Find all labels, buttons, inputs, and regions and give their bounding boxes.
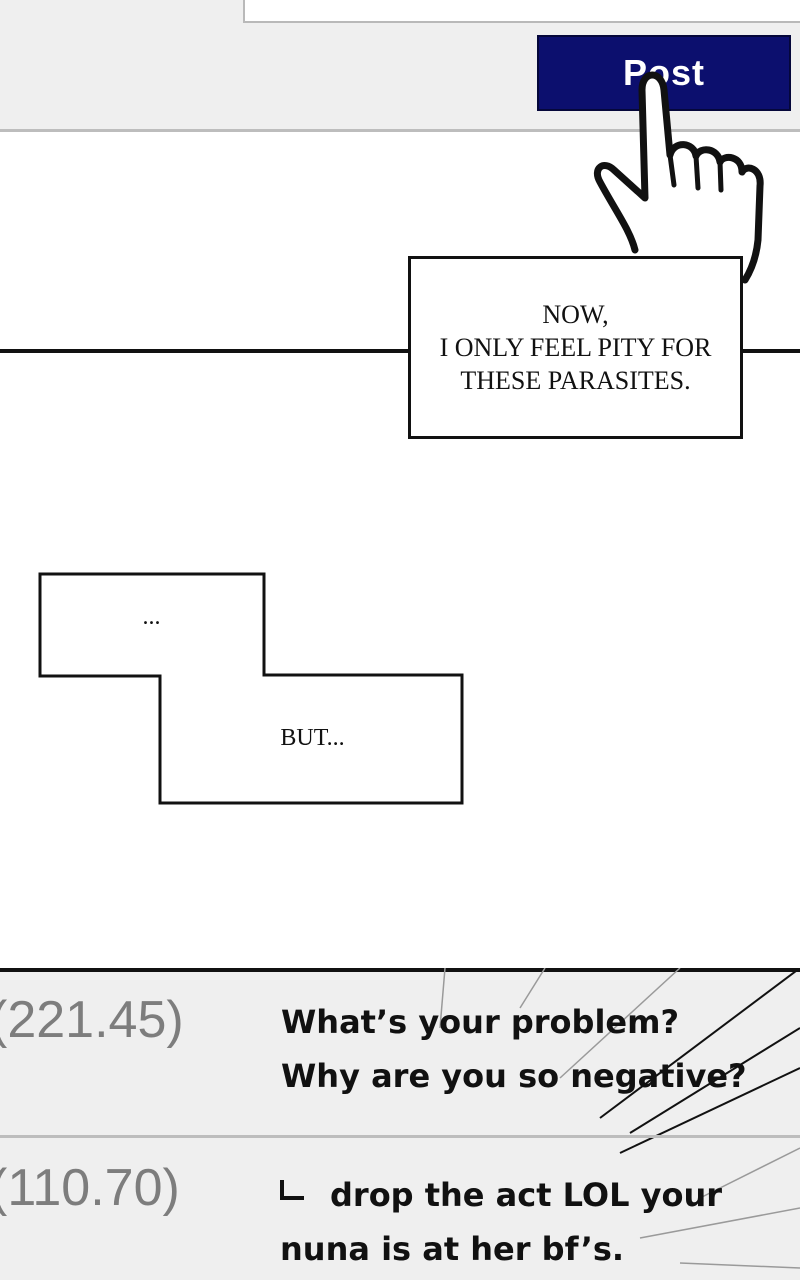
comment-line: nuna is at her bf’s.	[280, 1230, 625, 1268]
narration-line: I ONLY FEEL PITY FOR	[439, 333, 712, 362]
speed-lines-decoration	[439, 968, 800, 1269]
comment-score: (221.45)	[0, 991, 184, 1049]
pointing-hand-icon	[593, 71, 764, 284]
stepped-narration-box	[38, 572, 464, 805]
comment-divider	[0, 1135, 800, 1138]
narration-but: BUT...	[280, 725, 345, 751]
comments-panel	[0, 968, 800, 1280]
comment-line: drop the act LOL your	[330, 1176, 723, 1214]
comment-line: Why are you so negative?	[281, 1057, 747, 1095]
panel-divider-line-left	[0, 349, 410, 353]
comment-score: (110.70)	[0, 1159, 180, 1217]
narration-line: NOW,	[542, 300, 609, 329]
narration-ellipsis: ...	[142, 604, 161, 630]
comment-text: What’s your problem? Why are you so nega…	[281, 995, 747, 1103]
narration-line: THESE PARASITES.	[460, 366, 691, 395]
comment-line: What’s your problem?	[281, 1003, 680, 1041]
narration-box: NOW, I ONLY FEEL PITY FOR THESE PARASITE…	[408, 256, 743, 439]
comment-input[interactable]	[243, 0, 800, 23]
reply-comment-text: drop the act LOL your nuna is at her bf’…	[268, 1168, 722, 1276]
reply-arrow-icon	[280, 1180, 304, 1200]
panel-divider-line-right	[742, 349, 800, 353]
